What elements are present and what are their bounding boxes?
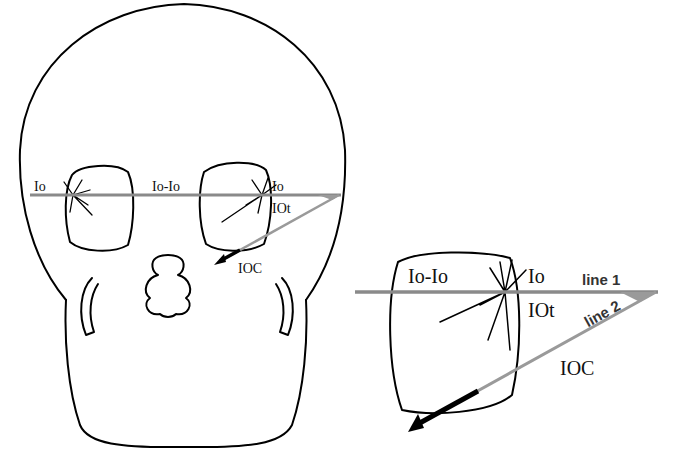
distance-label: Io-Io: [408, 266, 448, 286]
line-label: IOC: [238, 262, 262, 276]
distance-label: Io-Io: [152, 180, 180, 194]
landmark-label: Io: [528, 266, 545, 286]
line-name: line 1: [582, 272, 620, 287]
landmark-label: Io: [34, 180, 46, 194]
line-name: line 2: [582, 298, 623, 330]
angle-label: IOt: [272, 202, 291, 216]
landmark-label: Io: [272, 180, 284, 194]
angle-label: IOt: [528, 300, 555, 320]
line-label: IOC: [560, 358, 594, 378]
